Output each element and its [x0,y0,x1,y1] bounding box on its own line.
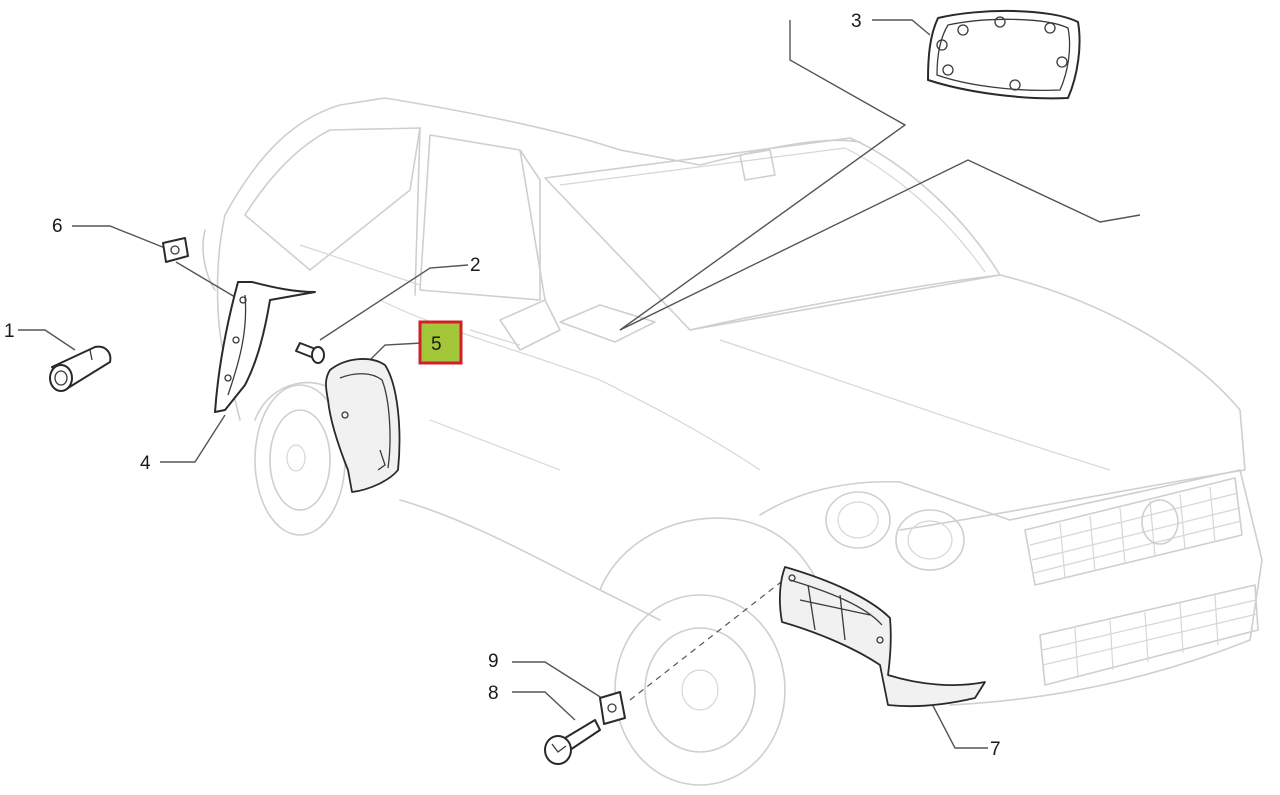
mudguard-part [325,358,401,493]
bolt-part [544,719,601,765]
wheel-arch-strip-part [214,281,316,413]
screw-part [295,342,325,364]
splash-shield-part [778,566,986,708]
leader-lines [18,19,1141,749]
callout-6[interactable]: 6 [52,216,63,237]
cylinder-plug-part [49,345,112,392]
callout-9[interactable]: 9 [488,651,499,672]
callout-7[interactable]: 7 [990,739,1001,760]
callout-5-highlight [418,320,463,365]
callout-4[interactable]: 4 [140,453,151,474]
callout-1[interactable]: 1 [4,321,15,342]
callout-2[interactable]: 2 [470,255,481,276]
callout-8[interactable]: 8 [488,683,499,704]
car-body-outline [202,97,1263,786]
callout-3[interactable]: 3 [851,11,862,32]
callout-labels: 1 2 3 4 5 6 7 8 9 [4,11,1001,760]
callout-5[interactable]: 5 [431,334,442,355]
fuel-flap-part [927,9,1081,100]
clip-part [599,691,626,725]
clip-nut-part [162,237,189,263]
